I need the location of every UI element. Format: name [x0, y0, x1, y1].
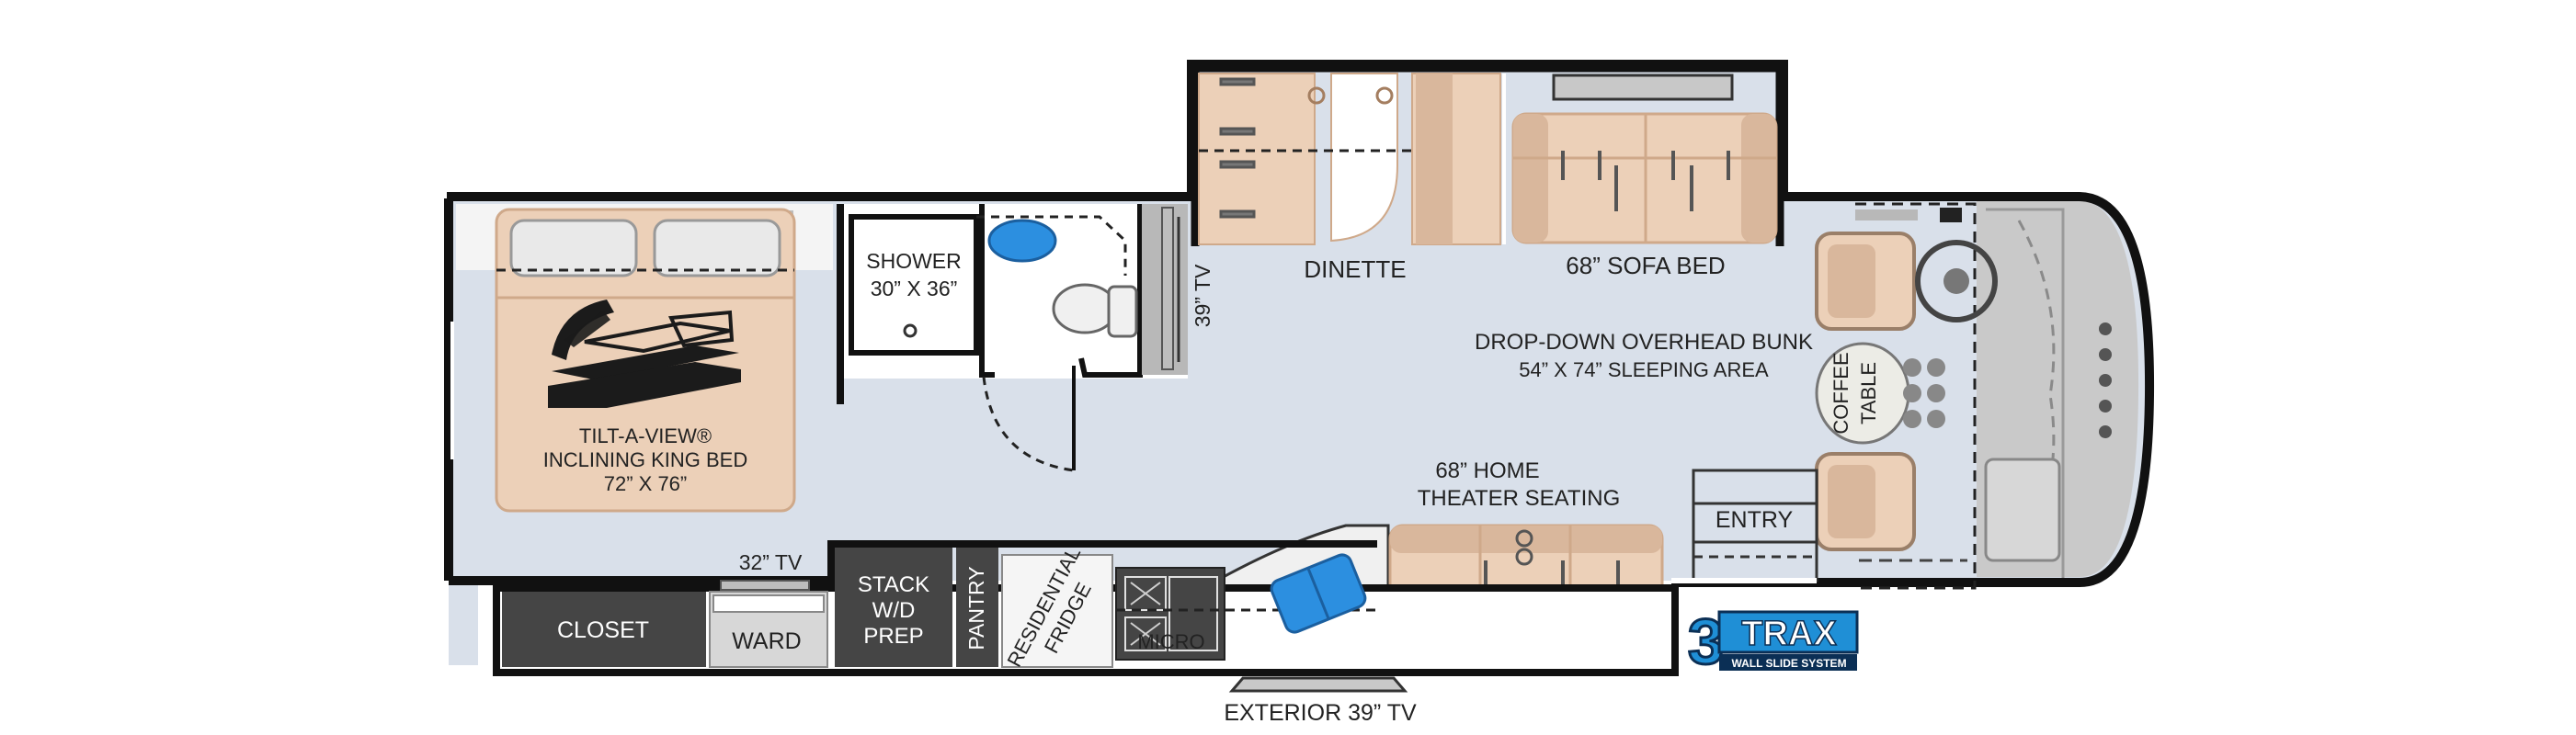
bunk-label-line2: 54” X 74” SLEEPING AREA — [1519, 358, 1769, 381]
sofa-tv — [1552, 74, 1734, 101]
sofa-bed: 68” SOFA BED — [1511, 74, 1778, 279]
toilet-tank — [1107, 285, 1138, 338]
steering-wheel — [1915, 240, 1998, 322]
3trax-logo: 3 TRAX WALL SLIDE SYSTEM — [1686, 605, 1859, 679]
logo-tagline: WALL SLIDE SYSTEM — [1731, 657, 1846, 670]
overhead-bunk: DROP-DOWN OVERHEAD BUNK 54” X 74” SLEEPI… — [1475, 202, 1977, 590]
shower-label-line2: 30” X 36” — [871, 277, 958, 300]
bed-label-line3: 72” X 76” — [604, 472, 688, 495]
coffee-table-label-line2: TABLE — [1857, 362, 1880, 424]
bunk-label-line1: DROP-DOWN OVERHEAD BUNK — [1475, 330, 1813, 355]
dinette-label: DINETTE — [1304, 255, 1406, 283]
toilet-bowl — [1052, 283, 1118, 334]
interior-tv-label: 39” TV — [1191, 264, 1214, 327]
dinette-seat-left — [1198, 73, 1316, 245]
bed-label-line2: INCLINING KING BED — [543, 448, 747, 471]
wardrobe-label: WARD — [732, 628, 801, 654]
bathroom-sink — [987, 219, 1057, 263]
shower-drain — [903, 323, 918, 338]
kitchen-slide: CLOSET WARD 32” TV STACK W/D PREP PANTRY… — [493, 540, 1679, 676]
kitchen-sink — [1270, 553, 1367, 634]
shower-stall — [849, 214, 979, 356]
theater-label-line2: THEATER SEATING — [1418, 486, 1620, 511]
closet-cabinet — [502, 592, 706, 667]
micro-label: MICRO — [1137, 630, 1204, 653]
inclining-bed-icon — [548, 300, 741, 408]
theater-label-line1: 68” HOME — [1435, 458, 1539, 483]
sofa-bed-label: 68” SOFA BED — [1566, 252, 1725, 279]
stack-label-line1: STACK — [858, 572, 929, 597]
residential-fridge — [1001, 554, 1113, 668]
dinette: DINETTE — [1198, 73, 1506, 283]
exterior-tv: EXTERIOR 39” TV — [1224, 676, 1417, 726]
bedroom-tv-label: 32” TV — [739, 550, 803, 574]
bedroom-tv — [720, 580, 810, 591]
stack-label-line2: W/D — [872, 598, 916, 623]
bathroom: SHOWER 30” X 36” — [837, 204, 1188, 472]
pantry-label: PANTRY — [964, 566, 988, 650]
closet-label: CLOSET — [557, 617, 649, 643]
stack-wd-prep — [835, 548, 952, 667]
bath-door-swing — [982, 376, 1075, 472]
bedroom: TILT-A-VIEW® INCLINING KING BED 72” X 76… — [450, 204, 833, 513]
bed-label-line1: TILT-A-VIEW® — [579, 424, 712, 447]
shower-label-line1: SHOWER — [866, 249, 962, 273]
cab-area — [1977, 200, 2139, 582]
logo-word: TRAX — [1741, 615, 1837, 653]
entry: ENTRY — [1671, 469, 1967, 583]
slideout-top — [1191, 63, 1784, 246]
coffee-table-label-line1: COFFEE — [1829, 352, 1852, 434]
pillow-left — [509, 219, 638, 277]
interior-tv: 39” TV — [1161, 207, 1214, 370]
cab-seats: COFFEE TABLE — [1815, 208, 1998, 551]
exterior-tv-label: EXTERIOR 39” TV — [1224, 700, 1417, 726]
entry-label: ENTRY — [1715, 507, 1794, 533]
stack-label-line3: PREP — [863, 624, 923, 649]
pillow-right — [653, 219, 781, 277]
pantry-cabinet — [956, 548, 998, 667]
dinette-table — [1330, 73, 1398, 243]
